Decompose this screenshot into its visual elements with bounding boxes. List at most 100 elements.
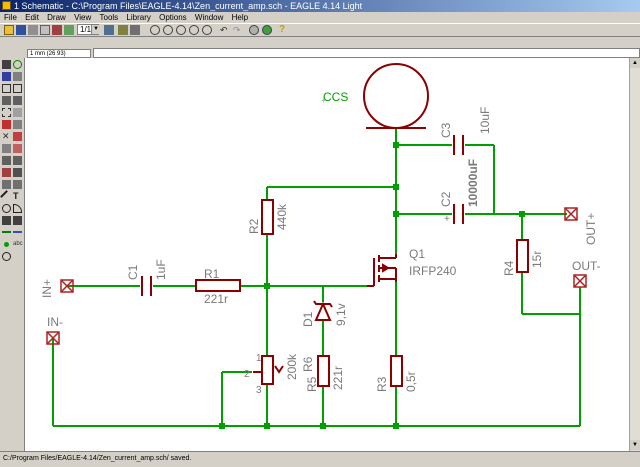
net-icon[interactable] xyxy=(2,231,11,240)
potentiometer-r5[interactable] xyxy=(261,355,274,385)
invoke-icon[interactable] xyxy=(13,180,22,189)
value-icon[interactable] xyxy=(13,156,22,165)
move-icon[interactable] xyxy=(2,84,11,93)
resistor-r2[interactable] xyxy=(261,199,274,235)
coordinate-display: 1 mm (26 93) xyxy=(27,49,91,58)
port-out-plus[interactable] xyxy=(564,207,578,221)
zoom-in-icon[interactable] xyxy=(163,25,173,35)
use-icon[interactable] xyxy=(104,25,114,35)
resistor-r1[interactable] xyxy=(195,279,241,292)
menu-window[interactable]: Window xyxy=(194,13,224,22)
chevron-down-icon[interactable]: ▼ xyxy=(91,25,100,34)
junction-icon[interactable] xyxy=(4,242,9,247)
sheet-icon[interactable] xyxy=(64,25,74,35)
menu-library[interactable]: Library xyxy=(126,13,151,22)
delete-icon[interactable]: ✕ xyxy=(2,131,10,141)
vertical-scrollbar[interactable]: ▲ ▼ xyxy=(629,58,640,451)
board-icon[interactable] xyxy=(52,25,62,35)
script-icon[interactable] xyxy=(118,25,128,35)
miter-icon[interactable] xyxy=(13,168,22,177)
rotate-icon[interactable] xyxy=(13,96,22,105)
print-icon[interactable] xyxy=(28,25,38,35)
pinswap-icon[interactable] xyxy=(2,144,11,153)
add-icon[interactable] xyxy=(13,132,22,141)
q1-name: Q1 xyxy=(409,247,425,261)
scroll-down-icon[interactable]: ▼ xyxy=(630,440,640,450)
pot-pin-2: 2 xyxy=(244,369,250,380)
window-title: 1 Schematic - C:\Program Files\EAGLE-4.1… xyxy=(14,1,363,11)
erc-icon[interactable] xyxy=(2,252,11,261)
resistor-r4[interactable] xyxy=(516,239,529,273)
circle-icon[interactable] xyxy=(2,204,11,213)
bus-icon[interactable] xyxy=(13,231,22,240)
mirror-icon[interactable] xyxy=(2,96,11,105)
smash-icon[interactable] xyxy=(2,168,11,177)
schematic-drawing: CCS + C1 1uF R1 221r R2 440k 1 2 3 200k … xyxy=(40,63,601,429)
menu-tools[interactable]: Tools xyxy=(99,13,119,22)
undo-icon[interactable]: ↶ xyxy=(220,25,228,35)
group-icon[interactable] xyxy=(2,108,11,117)
rect-icon[interactable] xyxy=(2,216,11,225)
menu-help[interactable]: Help xyxy=(231,13,249,22)
open-icon[interactable] xyxy=(4,25,14,35)
change-icon[interactable] xyxy=(13,108,22,117)
cam-icon[interactable] xyxy=(40,25,50,35)
redo-icon[interactable]: ↷ xyxy=(233,25,241,35)
copy-icon[interactable] xyxy=(13,84,22,93)
replace-icon[interactable] xyxy=(13,144,22,153)
capacitor-c3[interactable] xyxy=(453,135,464,155)
help-icon[interactable]: ? xyxy=(279,24,286,35)
port-out-minus[interactable] xyxy=(573,274,587,288)
show-icon[interactable] xyxy=(13,60,22,69)
mosfet-q1[interactable] xyxy=(367,254,397,287)
text-icon[interactable]: T xyxy=(13,191,19,201)
menu-draw[interactable]: Draw xyxy=(47,13,66,22)
schematic-canvas[interactable]: CCS + C1 1uF R1 221r R2 440k 1 2 3 200k … xyxy=(25,58,629,451)
wire-icon[interactable] xyxy=(0,190,13,203)
svg-text:+: + xyxy=(321,96,326,105)
command-line-input[interactable] xyxy=(93,48,640,58)
c2-value: 10000uF xyxy=(466,159,480,207)
polygon-icon[interactable] xyxy=(13,216,22,225)
capacitor-c1[interactable] xyxy=(141,276,152,296)
arc-icon[interactable] xyxy=(13,204,22,213)
port-in-minus[interactable] xyxy=(46,331,60,345)
zener-d1[interactable] xyxy=(313,300,333,321)
port-in-plus[interactable] xyxy=(60,279,74,293)
main-toolbar: ↶ ↷ ? xyxy=(0,23,640,37)
cut-icon[interactable] xyxy=(2,120,11,129)
name-icon[interactable] xyxy=(2,156,11,165)
r3-value: 0,5r xyxy=(404,371,418,392)
zoom-select-icon[interactable] xyxy=(202,25,212,35)
go-icon[interactable] xyxy=(262,25,272,35)
ccs-label: CCS xyxy=(323,90,348,104)
ulp-icon[interactable] xyxy=(130,25,140,35)
d1-name: D1 xyxy=(301,311,315,327)
info-icon[interactable] xyxy=(2,60,11,69)
paste-icon[interactable] xyxy=(13,120,22,129)
mark-icon[interactable] xyxy=(13,72,22,81)
save-icon[interactable] xyxy=(16,25,26,35)
display-icon[interactable] xyxy=(2,72,11,81)
pot-pin-1: 1 xyxy=(256,353,262,364)
resistor-r3[interactable] xyxy=(390,355,403,387)
zoom-out-icon[interactable] xyxy=(176,25,186,35)
menu-file[interactable]: File xyxy=(4,13,17,22)
ccs-symbol[interactable] xyxy=(363,63,429,129)
zoom-fit-icon[interactable] xyxy=(150,25,160,35)
split-icon[interactable] xyxy=(2,180,11,189)
redraw-icon[interactable] xyxy=(189,25,199,35)
r5-name: R5 xyxy=(305,376,319,392)
r4-name: R4 xyxy=(502,260,516,276)
scroll-up-icon[interactable]: ▲ xyxy=(630,58,640,68)
menu-edit[interactable]: Edit xyxy=(25,13,39,22)
label-icon[interactable]: abc xyxy=(13,241,23,247)
menu-view[interactable]: View xyxy=(74,13,92,22)
menu-options[interactable]: Options xyxy=(159,13,187,22)
capacitor-c2[interactable] xyxy=(453,204,464,224)
stop-icon[interactable] xyxy=(249,25,259,35)
r2-value: 440k xyxy=(275,203,289,230)
out-minus-label: OUT- xyxy=(572,259,601,273)
r2-name: R2 xyxy=(247,218,261,234)
resistor-r6[interactable] xyxy=(317,355,330,387)
